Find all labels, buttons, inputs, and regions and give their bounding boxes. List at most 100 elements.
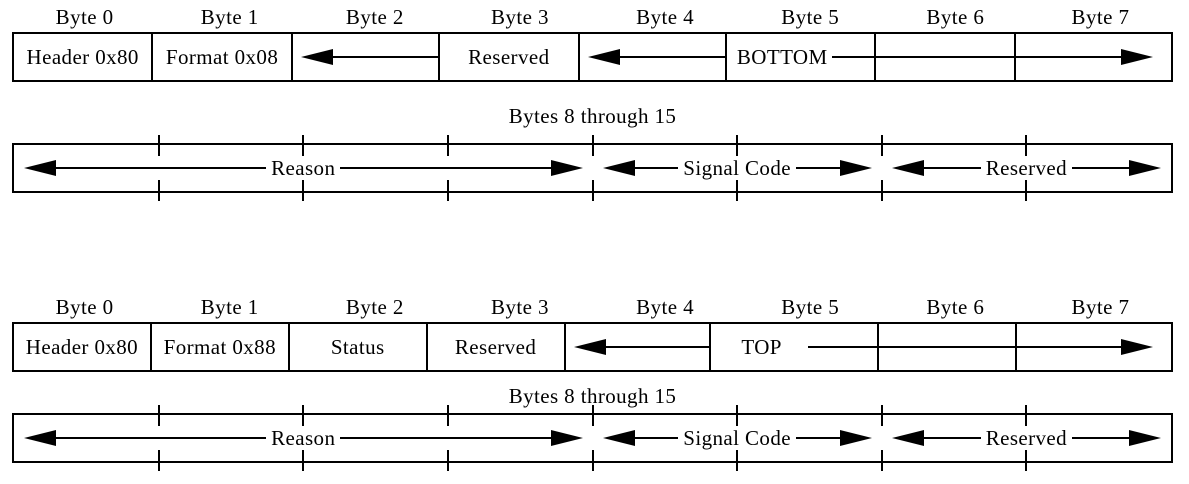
byte-boundary-tick — [880, 180, 883, 201]
arrow-line — [634, 437, 679, 439]
arrow-line — [795, 167, 840, 169]
format-value: Format 0x88 — [163, 334, 276, 359]
arrow-line — [619, 56, 725, 58]
arrow-right-icon — [1129, 430, 1161, 446]
byte-boundary-tick — [736, 405, 739, 426]
arrow-left-icon — [573, 339, 606, 355]
byte-label: Byte 2 — [345, 5, 404, 29]
arrow-line — [1072, 437, 1129, 439]
byte-boundary-tick — [446, 180, 449, 201]
arrow-left-icon — [891, 160, 924, 176]
byte-boundary-tick — [880, 450, 883, 471]
arrow-line — [831, 56, 875, 58]
byte-boundary-tick — [736, 180, 739, 201]
arrow-line — [634, 167, 679, 169]
field-label: Reserved — [985, 155, 1068, 180]
byte-boundary-tick — [1025, 450, 1028, 471]
byte-label: Byte 4 — [636, 295, 694, 319]
arrow-line — [876, 56, 1014, 58]
byte-label: Byte 4 — [636, 5, 694, 29]
arrow-line — [1072, 167, 1129, 169]
arrow-line — [879, 346, 1016, 348]
arrow-right-icon — [1129, 160, 1161, 176]
cell-format-byte: Format 0x88 — [152, 324, 290, 370]
cell-byte6-extent-line — [876, 34, 1016, 80]
cell-header-byte: Header 0x80 — [14, 324, 152, 370]
field-label: Reserved — [985, 425, 1068, 450]
byte-boundary-tick — [157, 180, 160, 201]
arrow-left-icon — [602, 430, 635, 446]
byte-label: Byte 2 — [345, 295, 404, 319]
byte-label: Byte 1 — [200, 295, 259, 319]
cell-byte6-extent-line — [879, 324, 1018, 370]
byte-boundary-tick — [157, 135, 160, 156]
byte-boundary-tick — [302, 450, 305, 471]
arrow-left-icon — [587, 49, 620, 65]
arrow-line — [340, 437, 551, 439]
byte-boundary-tick — [1025, 135, 1028, 156]
diagram-format-0x88: Byte 0 Byte 1 Byte 2 Byte 3 Byte 4 Byte … — [12, 295, 1173, 471]
byte-boundary-tick — [736, 450, 739, 471]
byte-boundary-tick — [446, 405, 449, 426]
cell-span-field-label: TOP — [711, 324, 880, 370]
reserved-label: Reserved — [468, 44, 550, 69]
byte-boundary-tick — [736, 135, 739, 156]
arrow-line — [340, 167, 551, 169]
cell-status-byte: Status — [290, 324, 428, 370]
reserved-label: Reserved — [454, 334, 537, 359]
arrow-line — [605, 346, 710, 348]
byte-boundary-tick — [591, 450, 594, 471]
arrow-right-icon — [550, 160, 583, 176]
cell-header-byte: Header 0x80 — [14, 34, 154, 80]
arrow-line — [923, 167, 981, 169]
byte-boundary-tick — [591, 180, 594, 201]
arrow-right-icon — [550, 430, 583, 446]
arrow-line — [807, 346, 878, 348]
field-signal-code: Signal Code — [593, 415, 882, 461]
byte-boundary-tick — [157, 405, 160, 426]
cell-byte2-extent-arrow — [293, 34, 441, 80]
arrow-line — [332, 56, 439, 58]
cell-byte7-extent-arrow — [1017, 324, 1171, 370]
byte-boundary-tick — [880, 405, 883, 426]
byte-boundary-tick — [446, 450, 449, 471]
field-reason: Reason — [14, 145, 593, 191]
format-value: Format 0x08 — [165, 44, 279, 69]
arrow-left-icon — [602, 160, 635, 176]
cell-reserved-byte: Reserved — [428, 324, 566, 370]
bytes-8-15-row: Reason Signal Code Reserved — [12, 135, 1173, 201]
arrow-line — [1017, 346, 1121, 348]
byte-boundary-tick — [302, 180, 305, 201]
byte-boundary-tick — [591, 405, 594, 426]
byte-boundary-tick — [1025, 180, 1028, 201]
cell-span-field-label: BOTTOM — [727, 34, 877, 80]
byte-label: Byte 5 — [781, 295, 840, 319]
arrow-left-icon — [891, 430, 924, 446]
arrow-right-icon — [839, 160, 872, 176]
byte-boundary-tick — [446, 135, 449, 156]
field-reserved: Reserved — [882, 415, 1171, 461]
field-label: Signal Code — [683, 155, 791, 180]
bytes-8-15-caption: Bytes 8 through 15 — [508, 384, 677, 408]
field-reserved: Reserved — [882, 145, 1171, 191]
cell-byte4-extent-arrow — [566, 324, 712, 370]
byte-label: Byte 6 — [926, 295, 985, 319]
arrow-left-icon — [24, 160, 56, 176]
field-reason: Reason — [14, 415, 593, 461]
byte-label: Byte 1 — [200, 5, 259, 29]
arrow-right-icon — [839, 430, 872, 446]
bytes-0-7-row: Header 0x80 Format 0x88 Status Reserved … — [12, 322, 1173, 372]
byte-boundary-tick — [1025, 405, 1028, 426]
bytes-0-7-row: Header 0x80 Format 0x08 Reserved BOT — [12, 32, 1173, 82]
byte-header-row: Byte 0 Byte 1 Byte 2 Byte 3 Byte 4 Byte … — [12, 6, 1173, 28]
status-label: Status — [330, 334, 385, 359]
cell-byte4-extent-arrow — [580, 34, 727, 80]
byte-boundary-tick — [591, 135, 594, 156]
byte-label: Byte 5 — [781, 5, 840, 29]
byte-label: Byte 3 — [491, 295, 549, 319]
byte-label: Byte 0 — [55, 295, 114, 319]
bytes-8-15-caption: Bytes 8 through 15 — [508, 104, 677, 128]
arrow-line — [56, 167, 267, 169]
arrow-line — [1015, 56, 1121, 58]
